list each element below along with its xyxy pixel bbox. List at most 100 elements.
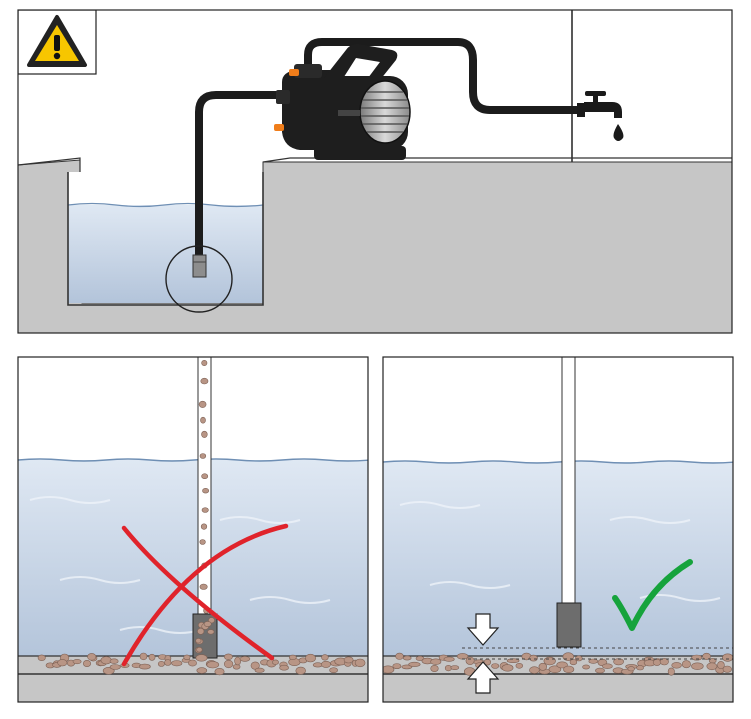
pebble (83, 659, 92, 667)
pebble (588, 658, 599, 664)
pebble (164, 659, 172, 666)
pebble (722, 665, 732, 673)
pebble (157, 661, 165, 667)
pebble (234, 656, 242, 666)
pebble (691, 654, 703, 661)
basin-walls (67, 172, 264, 306)
pebble (548, 665, 562, 674)
pump-inlet (276, 90, 290, 104)
check-mark-icon (612, 559, 693, 631)
warning-triangle-icon (27, 15, 87, 67)
pebble (201, 359, 208, 366)
pebble (138, 663, 151, 670)
strainer (192, 254, 207, 278)
pebble (201, 473, 209, 480)
pump-handle (324, 44, 398, 80)
pebble (57, 659, 68, 667)
pebble (200, 523, 208, 530)
pebble (87, 653, 97, 661)
pebble (109, 658, 119, 664)
pebble (529, 666, 540, 674)
pebble (659, 658, 669, 666)
pebble (722, 653, 733, 662)
panel-pump-setup (18, 10, 732, 333)
pebble (556, 661, 568, 669)
pebble (402, 655, 412, 661)
water-surface (18, 458, 368, 462)
pebble (200, 377, 209, 385)
pebble (702, 652, 711, 660)
pebble (430, 664, 439, 672)
pebble (207, 629, 215, 635)
strainer-pebbles (195, 617, 215, 654)
pebble (148, 653, 156, 661)
floor-pebbles (37, 652, 366, 676)
suction-hose (197, 357, 212, 616)
pebble (196, 646, 203, 653)
pebble (200, 416, 206, 424)
pebble (199, 539, 206, 545)
water-tap-icon (577, 91, 624, 141)
pebble (206, 661, 220, 669)
pebble (574, 655, 583, 662)
pebble (288, 654, 297, 661)
pebble (279, 664, 289, 671)
pressure-hose (304, 38, 582, 114)
pump-base (314, 146, 406, 160)
pebble (408, 661, 421, 667)
pebble (201, 507, 209, 513)
sucked-pebbles (198, 359, 210, 614)
pebble (443, 656, 455, 662)
pebble (529, 654, 538, 662)
pebble (636, 665, 644, 671)
pebble (506, 658, 520, 664)
floor-pebbles (383, 652, 733, 676)
pump-outlet (294, 64, 322, 78)
pebble (37, 654, 46, 661)
pebble (199, 583, 208, 590)
pebble (543, 656, 556, 666)
panel-bottom-left-frame (17, 356, 369, 703)
pebble (569, 659, 578, 666)
panel-bottom-right-frame (382, 356, 734, 703)
pebble (109, 664, 121, 670)
pebble (188, 659, 197, 667)
pebble (691, 662, 704, 670)
pebble (563, 665, 575, 674)
pump-drain-plug (274, 124, 284, 131)
water-drop (613, 124, 624, 141)
pebble (538, 662, 547, 671)
strainer (556, 602, 582, 648)
arrow-down-icon (466, 613, 500, 646)
pebble (343, 656, 354, 664)
cross-mark-icon (121, 523, 289, 667)
pebble (232, 664, 241, 670)
pebble (681, 660, 691, 669)
pebble (171, 660, 183, 667)
pebble (450, 665, 460, 670)
pebble (602, 663, 613, 669)
ground-top-edge (262, 157, 732, 163)
arrow-up-icon (466, 661, 500, 694)
pebble (383, 665, 395, 674)
pebble (321, 654, 329, 661)
pebble (354, 658, 366, 668)
pebble (515, 662, 523, 669)
pebble (627, 666, 635, 672)
pump-label (338, 110, 360, 116)
pebble (202, 488, 209, 494)
pebble (183, 654, 191, 660)
pebble (214, 667, 225, 676)
pebble (197, 627, 205, 635)
pump-housing (282, 70, 336, 150)
pebble (239, 656, 251, 662)
warning-badge (18, 10, 97, 75)
water-surface (383, 460, 733, 464)
pebble (295, 666, 306, 675)
basin-rim-left (18, 157, 81, 172)
pebble (329, 667, 338, 674)
pebble (456, 653, 469, 660)
water-surface (67, 202, 264, 208)
